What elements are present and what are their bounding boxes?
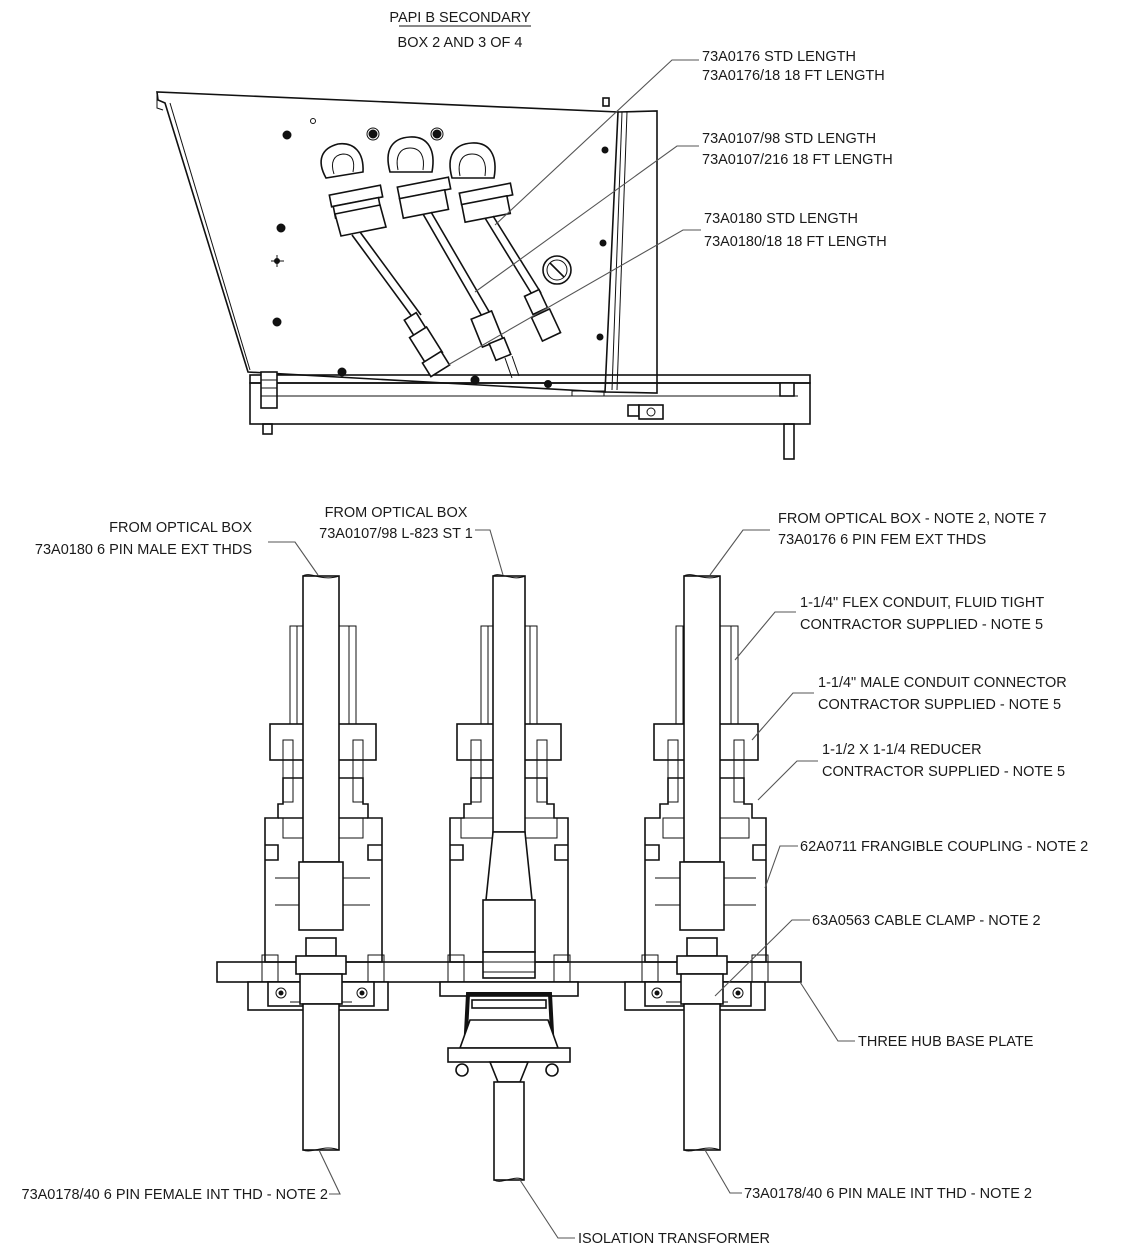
three-hub-assembly [216,574,802,1182]
callout-frangible-coupling: 62A0711 FRANGIBLE COUPLING - NOTE 2 [800,839,1088,855]
cable-assembly-center [387,136,520,379]
bottom-center-label: ISOLATION TRANSFORMER [578,1231,770,1247]
callout-conduit-connector-line1: 1-1/4" MALE CONDUIT CONNECTOR [818,675,1067,691]
center-source-line2: 73A0107/98 L-823 ST 1 [319,526,473,542]
light-housing [156,91,811,460]
callout-73a0107-line2: 73A0107/216 18 FT LENGTH [702,152,893,168]
left-source-line1: FROM OPTICAL BOX [109,520,252,536]
callout-flex-conduit-line2: CONTRACTOR SUPPLIED - NOTE 5 [800,617,1043,633]
bottom-right-label: 73A0178/40 6 PIN MALE INT THD - NOTE 2 [744,1186,1032,1202]
callout-cable-clamp: 63A0563 CABLE CLAMP - NOTE 2 [812,913,1041,929]
callout-73a0107-line1: 73A0107/98 STD LENGTH [702,131,876,147]
callout-73a0180-line1: 73A0180 STD LENGTH [704,211,858,227]
right-source-line2: 73A0176 6 PIN FEM EXT THDS [778,532,986,548]
callout-reducer-line2: CONTRACTOR SUPPLIED - NOTE 5 [822,764,1065,780]
callout-reducer-line1: 1-1/2 X 1-1/4 REDUCER [822,742,982,758]
hub-center [439,574,579,1182]
crosshair-mark [271,255,284,267]
center-source-line1: FROM OPTICAL BOX [325,505,468,521]
adjust-knob [542,255,572,285]
callout-base-plate: THREE HUB BASE PLATE [858,1034,1034,1050]
view-subtitle: BOX 2 AND 3 OF 4 [398,35,523,51]
cable-assembly-left [320,143,451,378]
callout-73a0176-line1: 73A0176 STD LENGTH [702,49,856,65]
view-title: PAPI B SECONDARY [389,10,531,26]
callout-73a0180-line2: 73A0180/18 18 FT LENGTH [704,234,887,250]
callout-flex-conduit-line1: 1-1/4" FLEX CONDUIT, FLUID TIGHT [800,595,1044,611]
hub-left [247,574,389,1152]
bottom-left-label: 73A0178/40 6 PIN FEMALE INT THD - NOTE 2 [22,1187,329,1203]
right-source-line1: FROM OPTICAL BOX - NOTE 2, NOTE 7 [778,511,1047,527]
cable-assembly-right [449,142,562,343]
callout-73a0176-line2: 73A0176/18 18 FT LENGTH [702,68,885,84]
hub-right [624,574,769,1152]
callout-conduit-connector-line2: CONTRACTOR SUPPLIED - NOTE 5 [818,697,1061,713]
left-source-line2: 73A0180 6 PIN MALE EXT THDS [35,542,252,558]
